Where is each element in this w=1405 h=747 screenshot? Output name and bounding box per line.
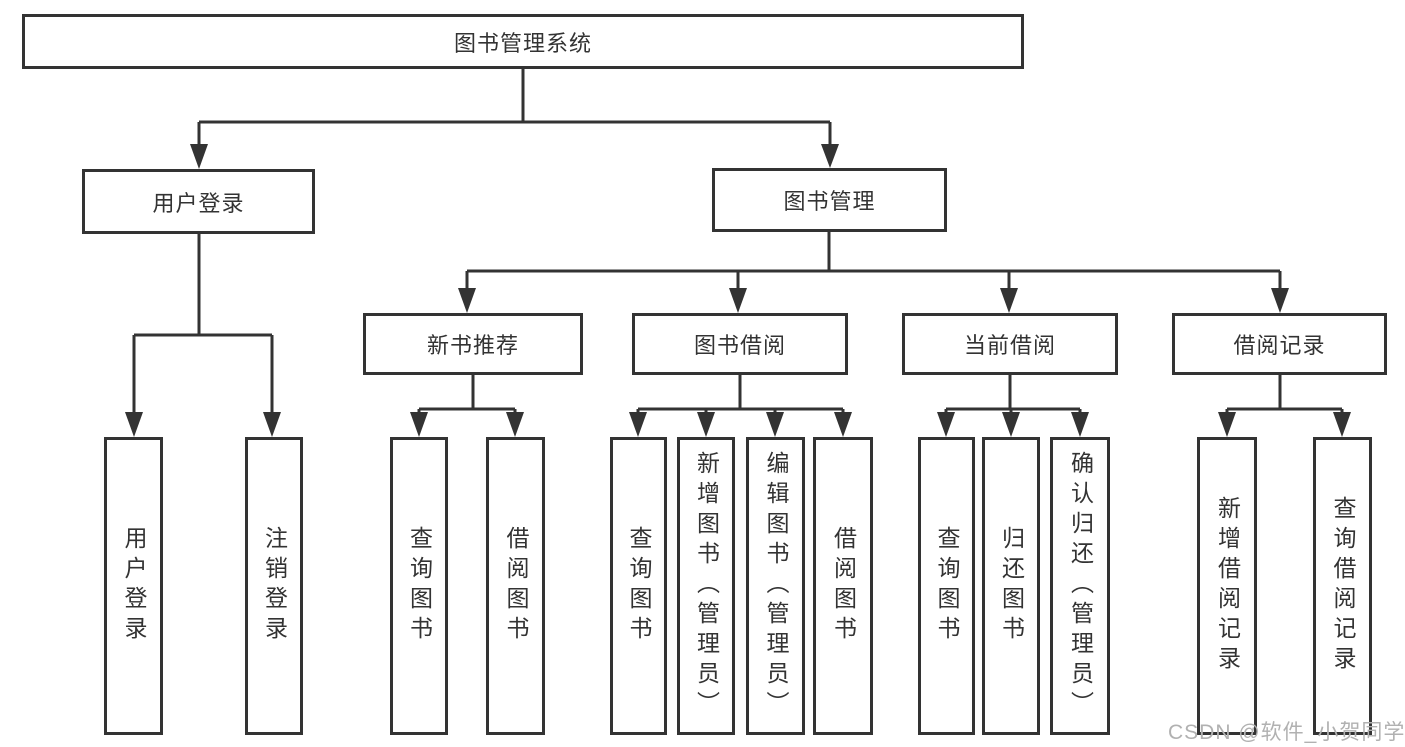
leaf-query-books-current: 查询图书 bbox=[918, 437, 975, 735]
node-new-book-recommend: 新书推荐 bbox=[363, 313, 583, 375]
connector-current-to-leaves bbox=[937, 375, 1089, 437]
connector-records-to-leaves bbox=[1218, 375, 1351, 437]
leaf-confirm-return-admin: 确认归还（管理员） bbox=[1050, 437, 1110, 735]
leaf-edit-book-admin: 编辑图书（管理员） bbox=[746, 437, 805, 735]
connector-root-to-level2 bbox=[190, 69, 839, 169]
leaf-add-book-admin: 新增图书（管理员） bbox=[677, 437, 735, 735]
node-book-management: 图书管理 bbox=[712, 168, 947, 232]
leaf-user-login: 用户登录 bbox=[104, 437, 163, 735]
node-root-system: 图书管理系统 bbox=[22, 14, 1024, 69]
node-current-borrow: 当前借阅 bbox=[902, 313, 1118, 375]
connector-login-to-leaves bbox=[125, 234, 281, 437]
node-book-borrow: 图书借阅 bbox=[632, 313, 848, 375]
leaf-return-book: 归还图书 bbox=[982, 437, 1040, 735]
watermark: CSDN @软件_小贺同学 bbox=[1168, 721, 1405, 744]
leaf-add-borrow-record: 新增借阅记录 bbox=[1197, 437, 1257, 735]
leaf-query-borrow-record: 查询借阅记录 bbox=[1313, 437, 1372, 735]
leaf-query-books-recommend: 查询图书 bbox=[390, 437, 448, 735]
connector-recommend-to-leaves bbox=[410, 375, 524, 437]
leaf-logout-login: 注销登录 bbox=[245, 437, 303, 735]
connector-mgmt-to-level3 bbox=[458, 232, 1289, 313]
node-user-login: 用户登录 bbox=[82, 169, 315, 234]
leaf-query-books-borrow: 查询图书 bbox=[610, 437, 667, 735]
node-borrow-records: 借阅记录 bbox=[1172, 313, 1387, 375]
leaf-borrow-books: 借阅图书 bbox=[813, 437, 873, 735]
connector-borrow-to-leaves bbox=[629, 375, 852, 437]
leaf-borrow-books-recommend: 借阅图书 bbox=[486, 437, 545, 735]
